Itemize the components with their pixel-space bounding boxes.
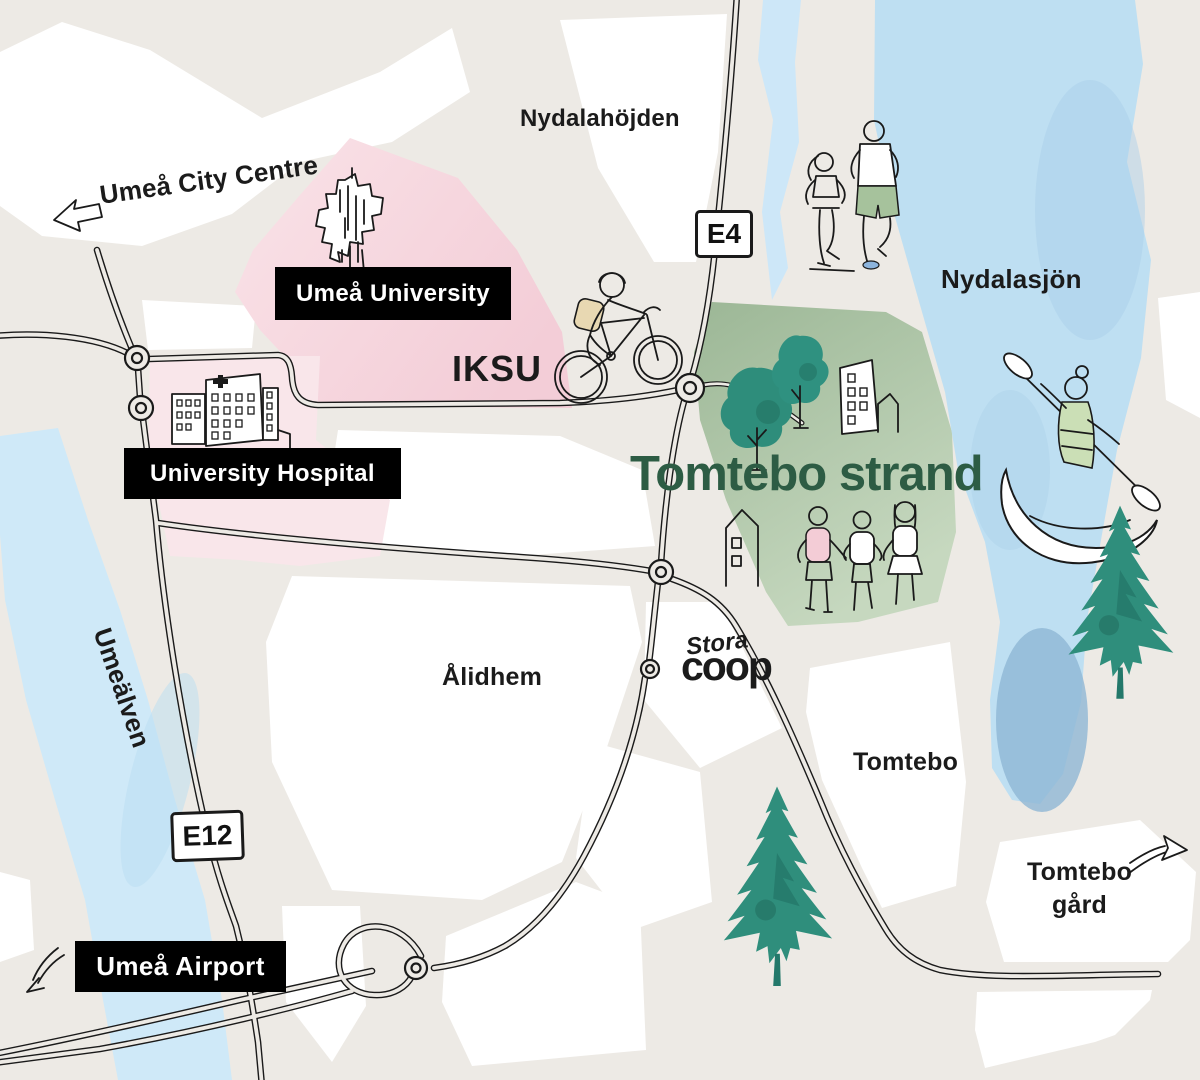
city-block	[644, 602, 782, 768]
city-centre-arrow-icon	[53, 199, 103, 232]
river-umealven-shape	[0, 428, 232, 1080]
city-block	[576, 742, 712, 930]
medical-cross-icon	[213, 375, 228, 388]
roundabout	[647, 558, 675, 586]
city-block	[1158, 292, 1200, 418]
deciduous-tree-icon	[771, 335, 829, 429]
runner-shoe	[862, 260, 880, 270]
runners-illustration	[805, 120, 900, 272]
city-block	[330, 430, 655, 556]
roundabout	[127, 394, 155, 422]
deciduous-tree-icon	[720, 367, 793, 471]
city-block	[266, 576, 642, 900]
roundabout	[674, 372, 706, 404]
roundabout	[403, 955, 429, 981]
umea-university-label: Umeå University	[275, 267, 511, 320]
nydalasjon-label: Nydalasjön	[941, 264, 1082, 294]
city-block	[142, 300, 256, 350]
city-block	[0, 872, 34, 962]
buildings-icon	[839, 359, 899, 435]
nydalahojden-label: Nydalahöjden	[520, 105, 680, 132]
roundabout	[123, 344, 151, 372]
e4-road-badge: E4	[695, 210, 753, 258]
city-blocks	[0, 14, 1200, 1068]
alidhem-label: Ålidhem	[442, 663, 543, 691]
hospital-building-icon	[171, 373, 291, 449]
cyclist-illustration	[554, 272, 683, 404]
city-block	[975, 990, 1152, 1068]
kayaker-illustration	[1000, 352, 1161, 565]
iksu-logo: IKSU	[452, 348, 543, 389]
tomtebo-strand-title: Tomtebo strand	[630, 447, 984, 501]
e12-road-badge: E12	[170, 809, 245, 863]
pink-backpack	[805, 527, 831, 563]
coop-logo: coop	[681, 643, 773, 689]
university-hospital-label: University Hospital	[124, 448, 401, 499]
runner-shorts	[855, 185, 900, 219]
children-illustration	[797, 501, 923, 613]
city-block	[806, 642, 966, 908]
bike-bag-icon	[573, 297, 605, 333]
city-block	[560, 14, 727, 262]
city-block	[0, 22, 470, 246]
kayak-boat	[1000, 467, 1158, 565]
tomtebo-gard-label: Tomtebo gård	[1026, 858, 1133, 919]
roundabouts	[123, 344, 706, 981]
life-vest	[1057, 401, 1095, 469]
tomtebo-gard-arrow-icon	[1127, 835, 1188, 875]
tomtebo-label: Tomtebo	[853, 748, 959, 776]
city-block	[442, 882, 646, 1066]
airport-arrow-icon	[26, 947, 65, 993]
roundabout	[639, 658, 661, 680]
campus-buildings-sketch	[315, 167, 384, 273]
house-icon	[725, 509, 759, 587]
lake-nydalasjon-shape	[758, 0, 1151, 812]
umea-airport-label: Umeå Airport	[75, 941, 286, 992]
